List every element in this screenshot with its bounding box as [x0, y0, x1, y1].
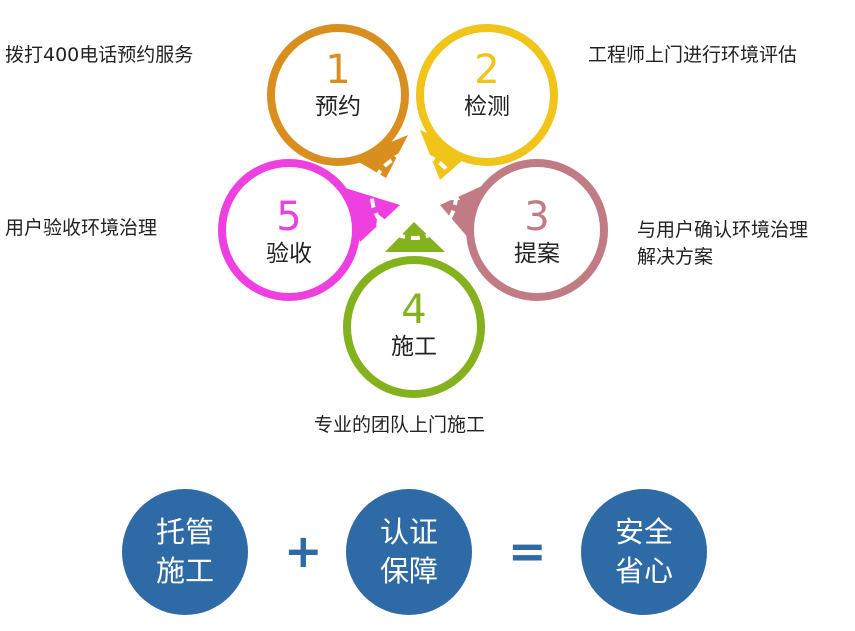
step-5-number: 5: [276, 194, 302, 240]
step-4-shape: [343, 222, 485, 398]
formula-item-2-line-2: 保障: [379, 554, 438, 588]
step-5-shape: [218, 159, 400, 301]
step-1-description: 拨打400电话预约服务: [5, 44, 194, 66]
step-5: 5 验收: [219, 195, 359, 269]
formula-item-certified-guarantee: 认证 保障: [346, 489, 472, 615]
step-5-name: 验收: [266, 241, 312, 267]
formula-item-1-line-1: 托管: [155, 515, 214, 549]
step-2-shape: [416, 24, 558, 180]
step-4-name: 施工: [391, 334, 437, 360]
equals-sign: =: [508, 524, 547, 578]
step-2-number: 2: [474, 47, 500, 93]
step-5-description: 用户验收环境治理: [5, 217, 158, 239]
step-2-name: 检测: [464, 94, 510, 120]
step-3-shape: [440, 159, 608, 301]
step-3-description: 与用户确认环境治理 解决方案: [637, 217, 808, 271]
step-3-description-line-2: 解决方案: [637, 246, 714, 268]
step-4-number: 4: [401, 287, 427, 333]
step-2-description: 工程师上门进行环境评估: [588, 44, 798, 66]
formula-result-line-1: 安全: [614, 515, 673, 549]
step-3: 3 提案: [467, 195, 607, 269]
petal-diagram: [218, 24, 608, 398]
formula-result-line-2: 省心: [614, 554, 673, 588]
step-3-number: 3: [524, 194, 550, 240]
step-1-shape: [267, 24, 409, 178]
formula-item-2-line-1: 认证: [379, 515, 438, 549]
step-4: 4 施工: [344, 288, 484, 362]
step-1-name: 预约: [315, 94, 361, 120]
step-3-name: 提案: [514, 241, 560, 267]
formula-item-1-line-2: 施工: [155, 554, 214, 588]
cycle-arrow-heads: [376, 150, 460, 226]
step-1-number: 1: [325, 47, 351, 93]
step-2: 2 检测: [417, 48, 557, 122]
plus-sign: +: [284, 524, 323, 578]
step-3-description-line-1: 与用户确认环境治理: [637, 219, 809, 241]
formula-result-safe-worry-free: 安全 省心: [581, 489, 707, 615]
formula-item-managed-construction: 托管 施工: [122, 489, 248, 615]
step-4-description: 专业的团队上门施工: [314, 414, 486, 436]
step-1: 1 预约: [268, 48, 408, 122]
